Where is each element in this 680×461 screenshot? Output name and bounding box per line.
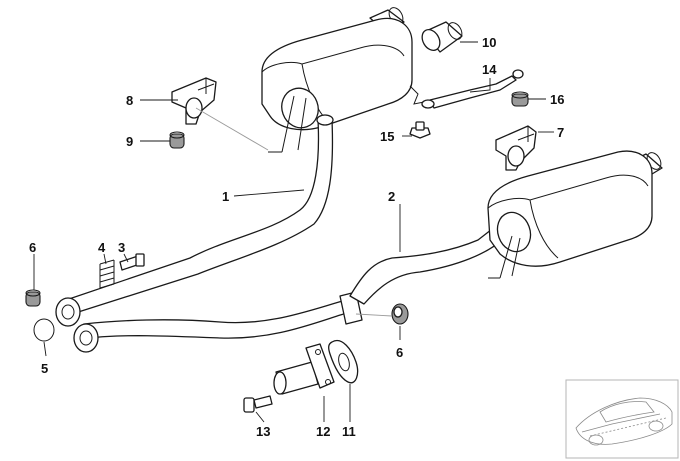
tailpipe-tip-part[interactable] — [419, 20, 465, 53]
gasket-part-11[interactable] — [328, 339, 359, 384]
nut-part-15[interactable] — [409, 121, 431, 139]
rear-silencer-part[interactable] — [487, 150, 664, 279]
callout-5: 5 — [41, 361, 48, 376]
callout-13: 13 — [256, 424, 270, 439]
front-flange-lower[interactable] — [73, 323, 99, 353]
leader-lines — [33, 41, 554, 423]
lower-pipe-part[interactable] — [83, 291, 363, 339]
hanger-rod-part-14[interactable] — [421, 69, 524, 109]
callout-15: 15 — [380, 129, 394, 144]
hanger-bracket-part-8[interactable] — [171, 77, 217, 125]
front-pipe-part[interactable] — [65, 114, 334, 315]
spring-part-4[interactable] — [99, 259, 115, 289]
rubber-mount-part-6-right[interactable] — [391, 303, 409, 325]
callout-3: 3 — [118, 240, 125, 255]
center-pipe-part[interactable] — [349, 225, 505, 305]
front-flange-upper[interactable] — [55, 297, 81, 327]
front-silencer-part[interactable] — [261, 5, 425, 153]
callout-10: 10 — [482, 35, 496, 50]
callout-9: 9 — [126, 134, 133, 149]
callout-16: 16 — [550, 92, 564, 107]
bolt-part-3[interactable] — [119, 253, 145, 271]
callout-6-right: 6 — [396, 345, 403, 360]
gasket-ring-part-5[interactable] — [33, 318, 55, 342]
callout-11: 11 — [342, 424, 356, 439]
callout-12: 12 — [316, 424, 330, 439]
callout-4: 4 — [98, 240, 106, 255]
callout-labels: 10 14 16 7 15 8 9 1 2 4 3 6 5 6 13 12 11 — [29, 35, 564, 439]
hanger-bracket-part-7[interactable] — [495, 125, 537, 171]
rubber-mount-part-6-left[interactable] — [25, 289, 41, 307]
rubber-buffer-part-9[interactable] — [169, 131, 185, 149]
callout-8: 8 — [126, 93, 133, 108]
callout-7: 7 — [557, 125, 564, 140]
callout-1: 1 — [222, 189, 229, 204]
callout-2: 2 — [388, 189, 395, 204]
callout-14: 14 — [482, 62, 497, 77]
callout-6-left: 6 — [29, 240, 36, 255]
bolt-part-13[interactable] — [243, 395, 273, 413]
grommet-part-16[interactable] — [511, 91, 529, 107]
adapter-pipe-part-12[interactable] — [273, 343, 335, 395]
vehicle-thumbnail — [565, 379, 679, 459]
